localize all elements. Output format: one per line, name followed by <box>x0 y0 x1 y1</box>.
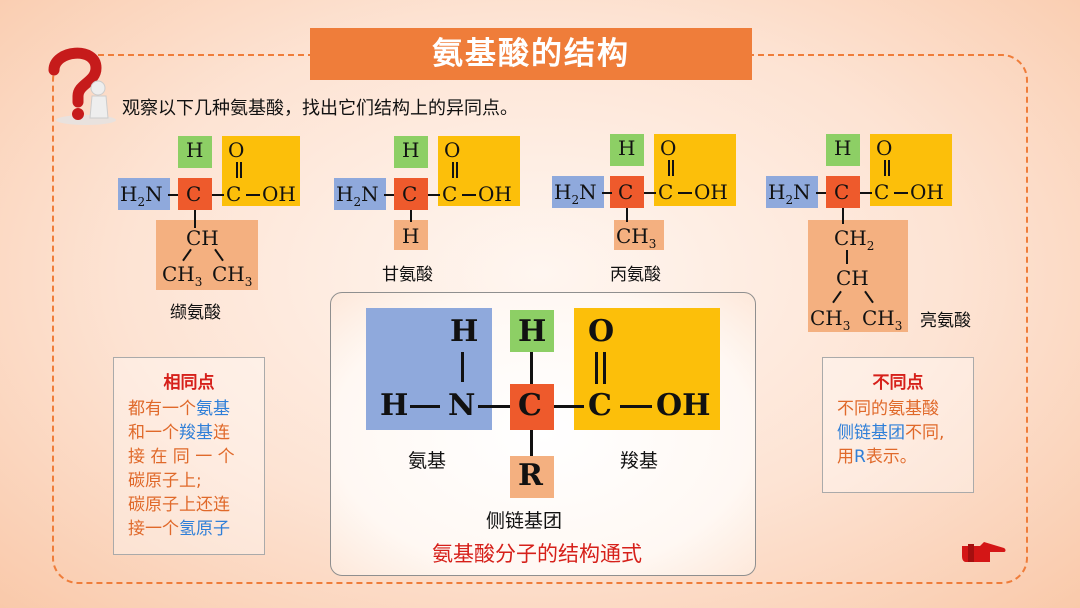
side-chain-label: 侧链基团 <box>486 510 563 532</box>
differences-title: 不同点 <box>872 373 924 393</box>
difference-line: 不同的氨基酸 <box>837 399 939 419</box>
similarity-line: 接一个氢原子 <box>128 519 230 539</box>
similarities-box: 相同点 都有一个氨基 和一个羧基连 接 在 同 一 个 碳原子上; 碳原子上还连… <box>113 357 265 555</box>
atom-h: H <box>380 388 409 423</box>
atom-h: H <box>450 314 479 349</box>
atom-ch: CH <box>186 226 219 250</box>
atom-ch2: CH2 <box>834 226 875 253</box>
amino-group-label: 氨基 <box>408 450 447 472</box>
amino-group: H2N <box>120 182 163 209</box>
amino-acid-name: 亮氨酸 <box>920 311 971 331</box>
atom-ch3: CH3 <box>212 262 253 289</box>
amino-acid-name: 甘氨酸 <box>382 265 433 285</box>
intro-text: 观察以下几种氨基酸，找出它们结构上的异同点。 <box>122 98 518 119</box>
similarity-line: 和一个羧基连 <box>128 423 230 443</box>
atom-o: O <box>876 136 893 160</box>
difference-line: 用R表示。 <box>837 447 917 467</box>
similarities-title: 相同点 <box>163 373 215 393</box>
atom-h: H <box>518 314 547 349</box>
atom-r: R <box>518 458 543 493</box>
amino-group: H2N <box>336 182 379 209</box>
atom-oh: OH <box>478 182 512 206</box>
atom-o: O <box>588 314 615 349</box>
formula-caption: 氨基酸分子的结构通式 <box>432 542 642 566</box>
atom-h: H <box>834 136 852 160</box>
atom-ch: CH <box>836 266 869 290</box>
atom-oh: OH <box>656 388 711 423</box>
atom-h: H <box>402 138 420 162</box>
atom-c: C <box>834 180 850 204</box>
atom-h: H <box>402 224 420 248</box>
similarity-line: 接 在 同 一 个 <box>128 447 235 467</box>
atom-h: H <box>618 136 636 160</box>
similarity-line: 碳原子上还连 <box>128 495 230 515</box>
atom-c: C <box>402 182 418 206</box>
similarity-line: 碳原子上; <box>128 471 202 491</box>
atom-c: C <box>186 182 202 206</box>
carboxyl-group-label: 羧基 <box>620 450 659 472</box>
atom-c: C <box>618 180 634 204</box>
atom-oh: OH <box>694 180 728 204</box>
atom-o: O <box>660 136 677 160</box>
differences-box: 不同点 不同的氨基酸 侧链基团不同, 用R表示。 <box>822 357 974 493</box>
atom-o: O <box>444 138 461 162</box>
atom-c: C <box>442 182 458 206</box>
atom-ch3: CH3 <box>162 262 203 289</box>
atom-ch3: CH3 <box>616 224 657 251</box>
atom-n: N <box>448 388 476 423</box>
amino-group: H2N <box>768 180 811 207</box>
amino-group: H2N <box>554 180 597 207</box>
atom-c: C <box>658 180 674 204</box>
atom-c: C <box>226 182 242 206</box>
atom-o: O <box>228 138 245 162</box>
atom-oh: OH <box>910 180 944 204</box>
atom-oh: OH <box>262 182 296 206</box>
atom-c: C <box>588 388 612 423</box>
atom-ch3: CH3 <box>862 306 903 333</box>
amino-acid-name: 丙氨酸 <box>610 265 661 285</box>
similarity-line: 都有一个氨基 <box>128 399 230 419</box>
difference-line: 侧链基团不同, <box>837 423 945 443</box>
amino-acid-name: 缬氨酸 <box>170 303 221 323</box>
pointing-hand-icon[interactable] <box>960 536 1006 566</box>
question-mark-figure-icon <box>48 47 116 125</box>
atom-c: C <box>518 388 542 423</box>
page-title: 氨基酸的结构 <box>310 28 752 80</box>
atom-h: H <box>186 138 204 162</box>
atom-ch3: CH3 <box>810 306 851 333</box>
atom-c: C <box>874 180 890 204</box>
